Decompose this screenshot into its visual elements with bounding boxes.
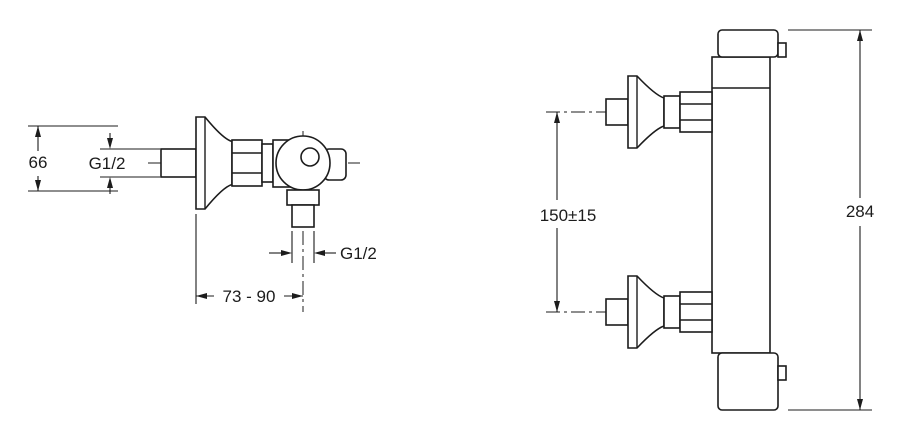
top-inlet-connection bbox=[605, 75, 713, 149]
arrowhead-right bbox=[292, 293, 303, 299]
dim-inlet-spacing: 150±15 bbox=[540, 112, 597, 312]
front-view: 150±15 284 bbox=[540, 29, 874, 411]
dim-label-overall-height: 284 bbox=[846, 202, 874, 221]
connection-nut bbox=[679, 291, 713, 333]
side-view-fixture bbox=[160, 116, 347, 228]
dim-overall-height: 284 bbox=[788, 29, 874, 411]
inlet-pipe-stub bbox=[605, 298, 629, 326]
connector-ring bbox=[261, 143, 274, 183]
connector-collar bbox=[663, 95, 681, 129]
body-column bbox=[711, 56, 771, 354]
side-view: 66 G1/2 G1/2 73 bbox=[28, 116, 377, 312]
arrowhead-up bbox=[554, 112, 560, 123]
arrowhead-left bbox=[314, 250, 325, 256]
connection-nut bbox=[231, 139, 263, 187]
wall-escutcheon bbox=[627, 75, 665, 149]
dim-flange-height: 66 bbox=[28, 125, 118, 192]
dim-wall-distance: 73 - 90 bbox=[195, 214, 303, 306]
dim-label-outlet-thread: G1/2 bbox=[340, 244, 377, 263]
arrowhead-left bbox=[196, 293, 207, 299]
inlet-pipe-stub bbox=[160, 148, 197, 178]
dim-label-inlet-thread: G1/2 bbox=[89, 154, 126, 173]
arrowhead-up bbox=[857, 30, 863, 41]
mixer-body bbox=[711, 29, 787, 411]
dim-inlet-thread: G1/2 bbox=[89, 133, 160, 194]
arrowhead-down bbox=[107, 138, 113, 149]
inlet-pipe-stub bbox=[605, 98, 629, 126]
knob-button bbox=[300, 147, 320, 167]
arrowhead-down bbox=[35, 180, 41, 191]
dim-label-wall-distance: 73 - 90 bbox=[223, 287, 276, 306]
arrowhead-up bbox=[107, 177, 113, 188]
dim-label-flange-height: 66 bbox=[29, 153, 48, 172]
bottom-cap bbox=[717, 352, 779, 411]
bottom-side-tab bbox=[777, 365, 787, 381]
top-side-tab bbox=[777, 42, 787, 58]
outlet-nipple bbox=[291, 204, 315, 228]
arrowhead-right bbox=[281, 250, 292, 256]
dim-outlet-thread: G1/2 bbox=[269, 231, 377, 263]
bottom-inlet-connection bbox=[605, 275, 713, 349]
dim-label-inlet-spacing: 150±15 bbox=[540, 206, 597, 225]
top-cap bbox=[717, 29, 779, 58]
arrowhead-down bbox=[857, 399, 863, 410]
connection-nut bbox=[679, 91, 713, 133]
arrowhead-down bbox=[554, 301, 560, 312]
outlet-flange bbox=[286, 189, 320, 206]
arrowhead-up bbox=[35, 126, 41, 137]
connector-collar bbox=[663, 295, 681, 329]
wall-escutcheon bbox=[195, 116, 233, 210]
wall-escutcheon bbox=[627, 275, 665, 349]
